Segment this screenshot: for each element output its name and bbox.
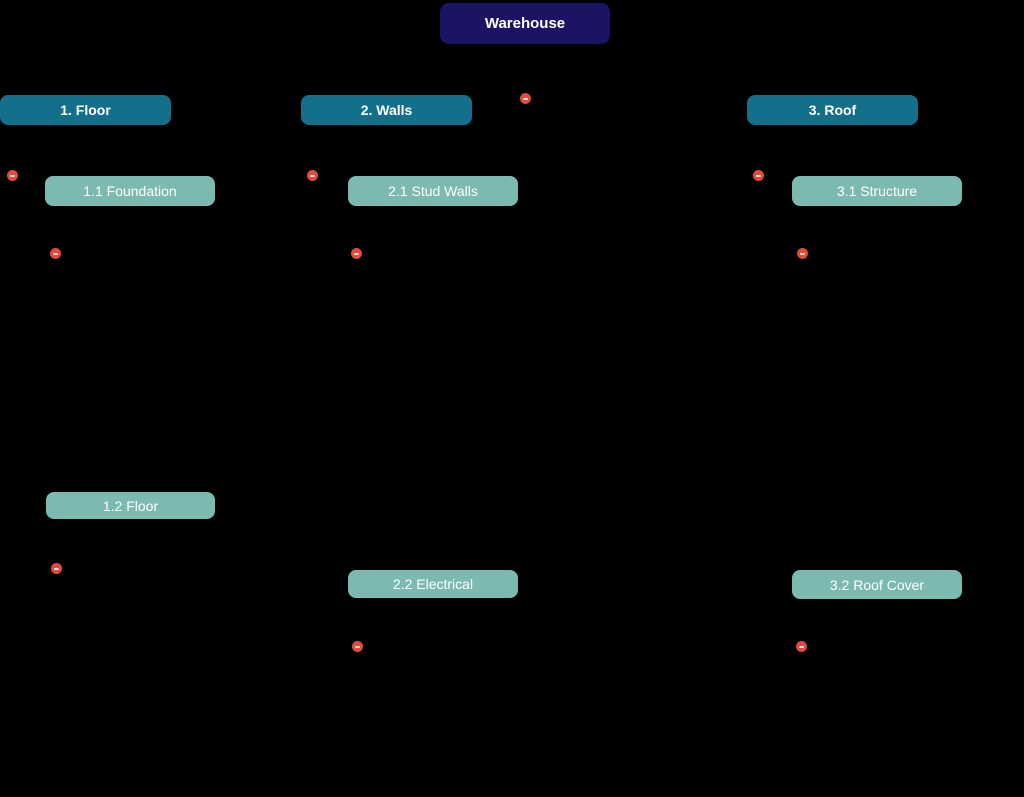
node-roof-cover-label: 3.2 Roof Cover: [829, 576, 925, 593]
node-structure[interactable]: 3.1 Structure: [792, 176, 962, 206]
node-floor[interactable]: 1. Floor: [0, 95, 171, 125]
minus-icon: [355, 645, 360, 648]
minus-icon: [53, 252, 58, 255]
node-warehouse-label: Warehouse: [484, 15, 566, 32]
collapse-toggle-floor-12[interactable]: [51, 563, 62, 574]
minus-icon: [354, 252, 359, 255]
node-warehouse[interactable]: Warehouse: [440, 3, 610, 44]
node-walls-label: 2. Walls: [360, 102, 413, 118]
collapse-toggle-roof-cover[interactable]: [796, 641, 807, 652]
node-roof-label: 3. Roof: [808, 102, 857, 118]
node-floor-12[interactable]: 1.2 Floor: [46, 492, 215, 519]
collapse-toggle-roof[interactable]: [753, 170, 764, 181]
collapse-toggle-root[interactable]: [520, 93, 531, 104]
collapse-toggle-structure[interactable]: [797, 248, 808, 259]
collapse-toggle-foundation[interactable]: [50, 248, 61, 259]
node-foundation[interactable]: 1.1 Foundation: [45, 176, 215, 206]
node-stud-walls-label: 2.1 Stud Walls: [388, 183, 478, 199]
minus-icon: [756, 174, 761, 177]
node-roof[interactable]: 3. Roof: [747, 95, 918, 125]
node-roof-cover[interactable]: 3.2 Roof Cover: [792, 570, 962, 599]
node-floor-label: 1. Floor: [60, 102, 111, 118]
minus-icon: [800, 252, 805, 255]
node-electrical[interactable]: 2.2 Electrical: [348, 570, 518, 598]
minus-icon: [54, 567, 59, 570]
node-stud-walls[interactable]: 2.1 Stud Walls: [348, 176, 518, 206]
node-floor-12-label: 1.2 Floor: [102, 497, 159, 514]
minus-icon: [10, 174, 15, 177]
collapse-toggle-electrical[interactable]: [352, 641, 363, 652]
collapse-toggle-walls[interactable]: [307, 170, 318, 181]
node-foundation-label: 1.1 Foundation: [83, 183, 177, 199]
node-electrical-label: 2.2 Electrical: [392, 576, 474, 592]
minus-icon: [523, 97, 528, 100]
node-walls[interactable]: 2. Walls: [301, 95, 472, 125]
collapse-toggle-floor[interactable]: [7, 170, 18, 181]
node-structure-label: 3.1 Structure: [836, 183, 918, 199]
minus-icon: [799, 645, 804, 648]
minus-icon: [310, 174, 315, 177]
collapse-toggle-stud-walls[interactable]: [351, 248, 362, 259]
